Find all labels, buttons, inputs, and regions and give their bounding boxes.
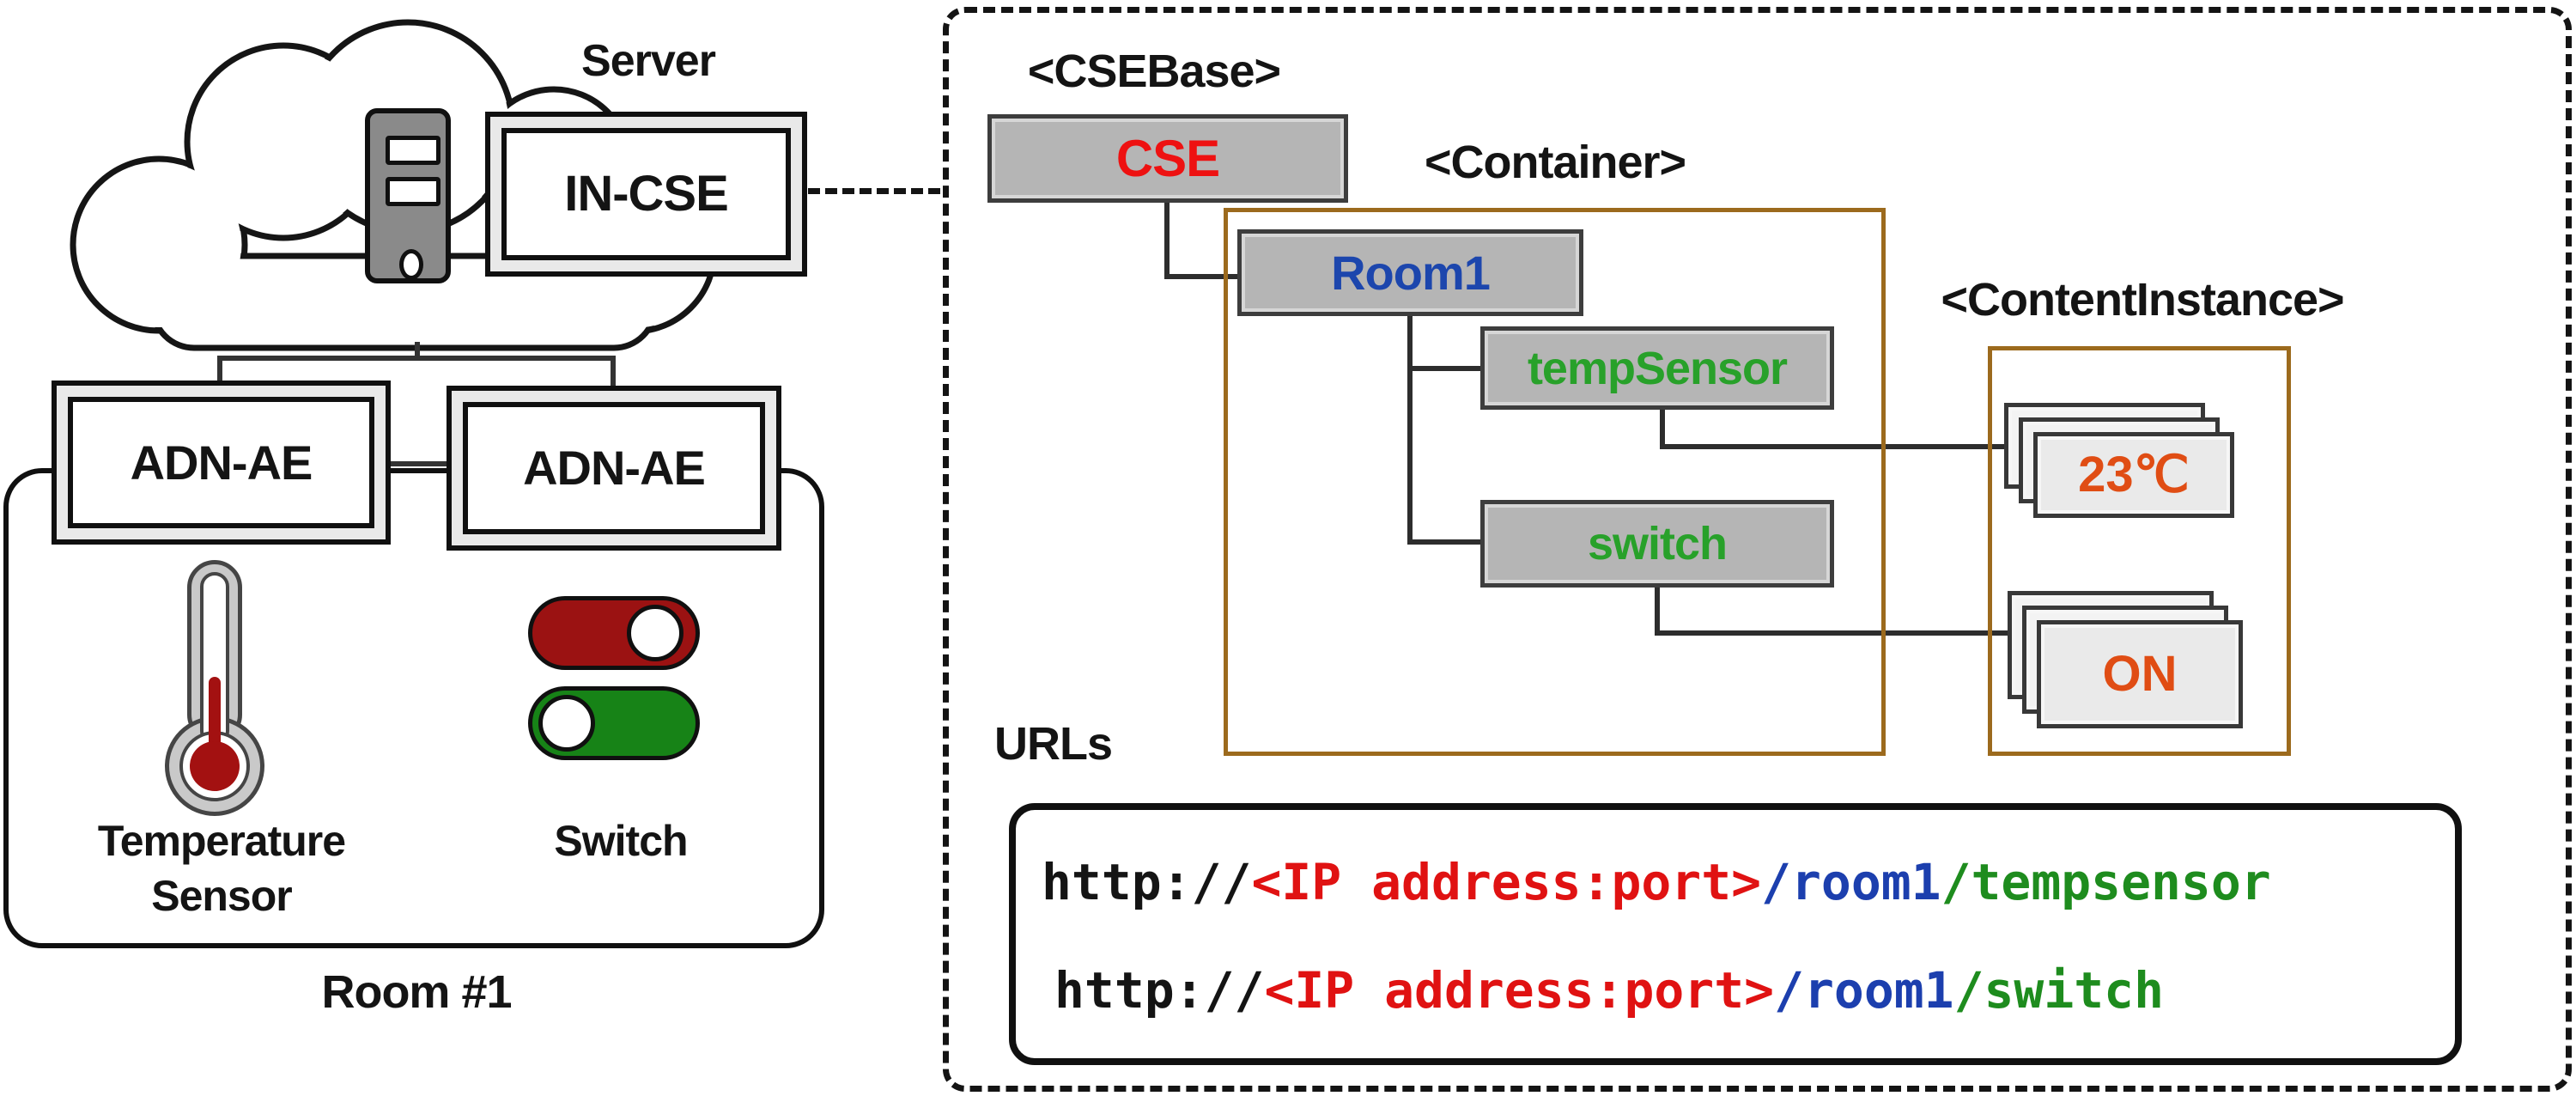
temperature-caption-line2: Sensor <box>151 872 293 920</box>
adn-ae-box-1: ADN-AE <box>52 381 391 545</box>
server-slot-icon <box>386 136 440 165</box>
server-caption: Server <box>581 36 716 86</box>
connector-tempsensor-instance <box>1660 410 1665 449</box>
urls-title: URLs <box>994 718 1113 770</box>
connector-tempsensor-instance <box>1660 444 2016 449</box>
csebase-tag: <CSEBase> <box>1027 46 1281 97</box>
url-line-switch: http://<IP address:port>/room1/switch <box>1054 965 2164 1015</box>
container-scope-outline <box>1224 208 1886 756</box>
connector-bus-adn1 <box>217 356 222 385</box>
url-path-resource: /tempsensor <box>1941 853 2271 911</box>
urls-box <box>1009 803 2462 1065</box>
toggle-red-icon <box>528 596 700 670</box>
tempsensor-node-label: tempSensor <box>1527 342 1788 394</box>
temp-instance-value: 23℃ <box>2078 447 2190 502</box>
connector-room1-switch <box>1407 539 1485 545</box>
url-scheme: http:// <box>1042 853 1252 911</box>
url-host: <IP address:port> <box>1264 961 1775 1020</box>
cse-node-box: CSE <box>987 114 1348 203</box>
toggle-knob-icon <box>627 605 683 661</box>
contentinstance-scope-outline <box>1988 346 2291 756</box>
url-path-resource: /switch <box>1953 961 2165 1020</box>
adn-ae-label-1: ADN-AE <box>130 435 313 490</box>
connector-cse-room1 <box>1164 274 1242 279</box>
toggle-knob-icon <box>538 695 595 752</box>
thermometer-icon <box>163 558 266 818</box>
url-host: <IP address:port> <box>1251 853 1762 911</box>
connector-cse-room1 <box>1164 203 1170 279</box>
toggle-green-icon <box>528 686 700 760</box>
connector-bus-adn2 <box>611 356 616 390</box>
in-cse-box: IN-CSE <box>485 112 807 277</box>
server-tower-icon <box>365 108 451 283</box>
switch-node-box: switch <box>1480 500 1834 588</box>
switch-caption: Switch <box>554 817 688 865</box>
room1-node-label: Room1 <box>1331 245 1491 300</box>
connector-switch-instance <box>1655 630 2019 636</box>
connector-room1-children <box>1407 316 1413 545</box>
connector-switch-instance <box>1655 588 1660 636</box>
connector-cloud-bus <box>217 356 616 361</box>
server-slot-icon <box>386 177 440 206</box>
switch-instance-card: ON <box>2037 620 2243 728</box>
url-path-room: /room1 <box>1761 853 1941 911</box>
connector-adn1-adn2 <box>391 461 447 466</box>
server-button-icon <box>399 249 423 280</box>
connector-incse-tree-dashed <box>808 188 940 194</box>
url-path-room: /room1 <box>1774 961 1954 1020</box>
connector-room1-tempsensor <box>1407 366 1485 371</box>
adn-ae-label-2: ADN-AE <box>523 441 706 495</box>
resource-panel-outline <box>943 7 2572 1092</box>
temp-instance-card: 23℃ <box>2033 432 2234 518</box>
container-tag: <Container> <box>1424 137 1686 188</box>
room-caption: Room #1 <box>321 966 512 1018</box>
connector-cloud-down <box>415 342 420 361</box>
url-line-tempsensor: http://<IP address:port>/room1/tempsenso… <box>1042 857 2271 907</box>
tempsensor-node-box: tempSensor <box>1480 326 1834 410</box>
contentinstance-tag: <ContentInstance> <box>1941 274 2344 326</box>
switch-instance-value: ON <box>2102 646 2178 702</box>
in-cse-label: IN-CSE <box>564 166 729 222</box>
room1-node-box: Room1 <box>1237 229 1583 316</box>
adn-ae-box-2: ADN-AE <box>447 386 781 551</box>
url-scheme: http:// <box>1054 961 1265 1020</box>
switch-node-label: switch <box>1587 518 1728 569</box>
temperature-caption-line1: Temperature <box>97 817 346 865</box>
cse-node-label: CSE <box>1115 129 1220 187</box>
